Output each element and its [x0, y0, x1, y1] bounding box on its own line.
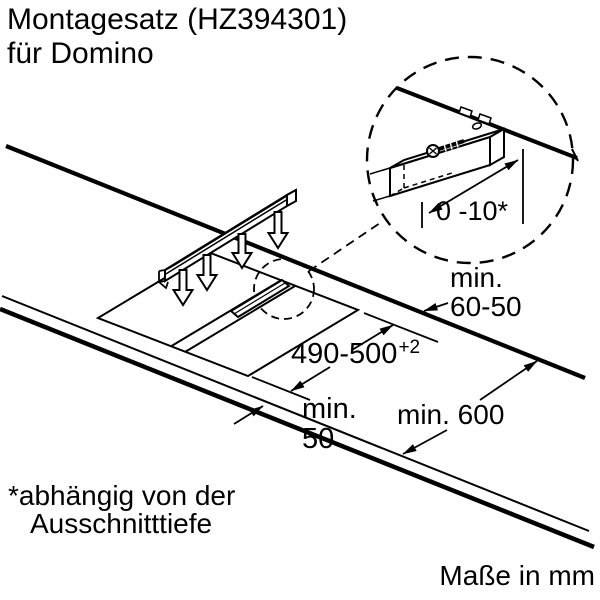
worktop-back-edge: [5, 144, 586, 380]
cutout-depth-arrow-up: [351, 324, 394, 351]
units-label: Maße in mm: [439, 560, 595, 591]
press-arrow-2: [195, 254, 219, 292]
detail-clamp-tabs: [458, 106, 492, 125]
detail-contents: [369, 86, 579, 228]
press-arrow-1: [171, 269, 195, 307]
press-arrow-3: [230, 233, 254, 270]
worktop-depth-arrow-down: [402, 429, 448, 455]
mounting-rail: [158, 188, 297, 290]
press-arrow-4: [266, 211, 290, 250]
page-title-line1: Montagesatz (HZ394301): [7, 3, 348, 36]
press-down-arrows: [171, 211, 290, 307]
detail-screw-hole: [471, 122, 483, 130]
cutout-depth-tolerance: +2: [398, 337, 421, 358]
rear-distance-arrow: [423, 302, 449, 312]
extension-lines: [251, 312, 439, 401]
cutout-depth-arrow-down: [290, 366, 331, 392]
worktop-front-edge: [0, 295, 595, 550]
front-distance-label: min. 50: [302, 393, 357, 456]
detail-dimension-label: 0 -10*: [436, 196, 509, 226]
detail-leader-line: [308, 220, 384, 272]
page-title-line2: für Domino: [7, 37, 154, 70]
installed-strip: [229, 278, 291, 319]
worktop-depth-label: min. 600: [397, 399, 505, 430]
detail-screw: [426, 139, 465, 158]
front-distance-arrow: [233, 405, 264, 425]
footnote-line2: Ausschnitttiefe: [30, 508, 213, 539]
footnote-line1: *abhängig von der: [8, 480, 236, 511]
detail-circle: [365, 55, 575, 265]
worktop-depth-arrow-up: [479, 360, 538, 401]
dimension-arrows: [233, 302, 538, 455]
cutout-depth-label: 490-500+2: [291, 337, 421, 370]
detail-dimension-lines: [421, 149, 524, 228]
detail-indicator-circle: [253, 258, 315, 320]
rear-distance-label: min. 60-50: [450, 262, 522, 323]
detail-rail: [389, 127, 505, 198]
